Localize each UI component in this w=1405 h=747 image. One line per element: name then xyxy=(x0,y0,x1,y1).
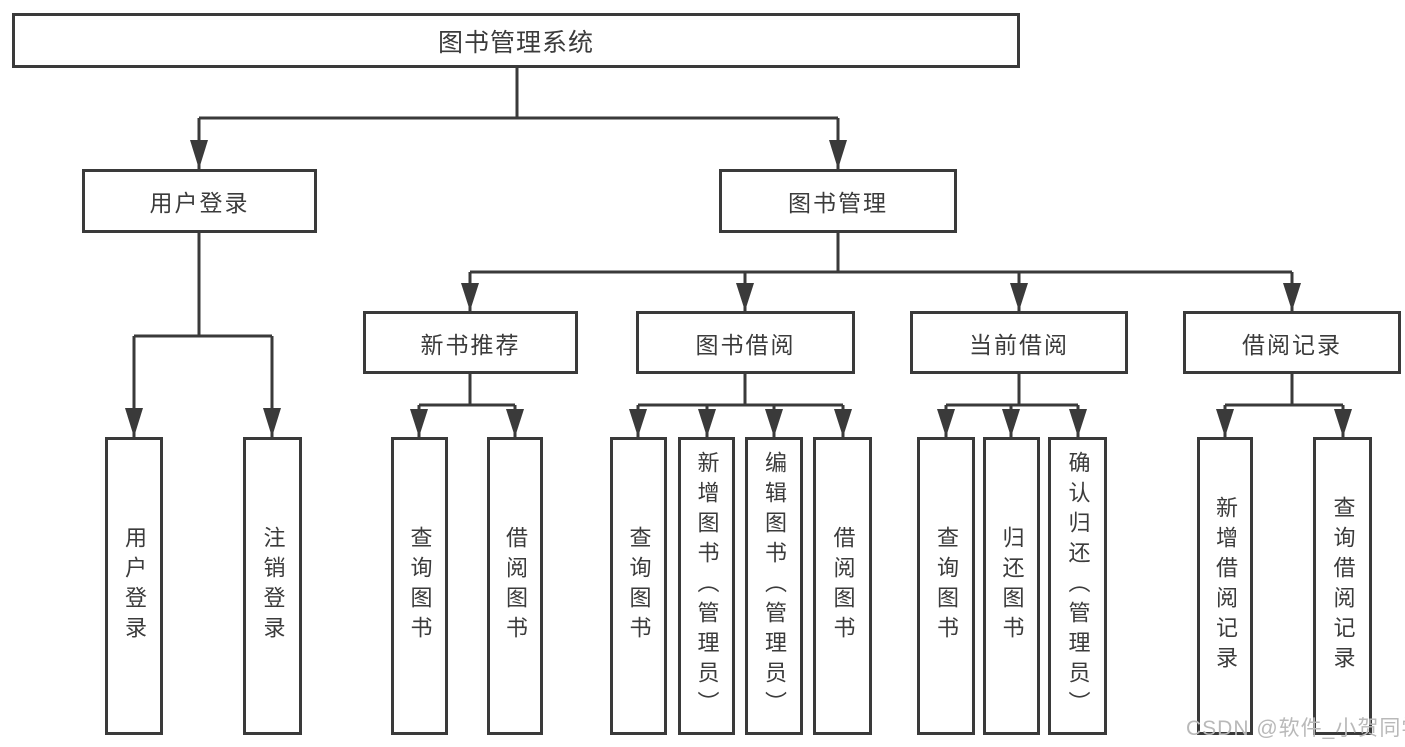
arrow-down-icon xyxy=(937,409,955,437)
connectors-book-borrow xyxy=(629,374,852,437)
leaf-query-books-2: 查询图书 xyxy=(610,437,667,735)
node-current-borrow-label: 当前借阅 xyxy=(969,331,1069,358)
leaf-add-borrow-record-label: 新增借阅记录 xyxy=(1213,496,1238,676)
leaf-edit-book-admin: 编辑图书（管理员） xyxy=(745,437,803,735)
leaf-add-book-admin: 新增图书（管理员） xyxy=(678,437,735,735)
node-new-book-rec-label: 新书推荐 xyxy=(420,331,521,358)
leaf-return-book-label: 归还图书 xyxy=(999,526,1025,646)
leaf-borrow-books-2-label: 借阅图书 xyxy=(830,526,856,646)
arrow-down-icon xyxy=(1283,283,1301,311)
arrow-down-icon xyxy=(1069,409,1087,437)
connectors-borrow-records xyxy=(1216,374,1352,437)
arrow-down-icon xyxy=(1216,409,1234,437)
leaf-query-borrow-record-label: 查询借阅记录 xyxy=(1330,496,1356,676)
arrow-down-icon xyxy=(125,408,143,437)
node-root: 图书管理系统 xyxy=(12,13,1020,68)
node-user-login: 用户登录 xyxy=(82,169,317,233)
arrow-down-icon xyxy=(1334,409,1352,437)
arrow-down-icon xyxy=(190,140,208,169)
arrow-down-icon xyxy=(1010,283,1028,311)
arrow-down-icon xyxy=(461,283,479,311)
node-book-borrow: 图书借阅 xyxy=(636,311,855,374)
leaf-query-books-1: 查询图书 xyxy=(391,437,448,735)
arrow-down-icon xyxy=(736,283,754,311)
leaf-user-login: 用户登录 xyxy=(105,437,163,735)
leaf-logout-label: 注销登录 xyxy=(260,526,286,646)
leaf-borrow-books-1: 借阅图书 xyxy=(487,437,543,735)
leaf-borrow-books-2: 借阅图书 xyxy=(813,437,872,735)
leaf-confirm-return-admin: 确认归还（管理员） xyxy=(1048,437,1107,735)
connectors-root xyxy=(190,68,847,169)
leaf-query-borrow-record: 查询借阅记录 xyxy=(1313,437,1372,735)
node-new-book-rec: 新书推荐 xyxy=(363,311,578,374)
leaf-add-book-admin-label: 新增图书（管理员） xyxy=(694,451,720,721)
leaf-query-books-3: 查询图书 xyxy=(917,437,975,735)
arrow-down-icon xyxy=(834,409,852,437)
node-borrow-records: 借阅记录 xyxy=(1183,311,1401,374)
leaf-logout: 注销登录 xyxy=(243,437,302,735)
connectors-new-book-rec xyxy=(410,374,524,437)
arrow-down-icon xyxy=(765,409,783,437)
leaf-confirm-return-admin-label: 确认归还（管理员） xyxy=(1065,451,1091,721)
node-borrow-records-label: 借阅记录 xyxy=(1242,331,1342,358)
connectors-current-borrow xyxy=(937,374,1087,437)
leaf-borrow-books-1-label: 借阅图书 xyxy=(503,526,528,646)
leaf-query-books-2-label: 查询图书 xyxy=(626,526,652,646)
node-book-mgmt-label: 图书管理 xyxy=(788,190,888,216)
connectors-user-login xyxy=(125,233,281,437)
node-user-login-label: 用户登录 xyxy=(149,190,250,216)
leaf-edit-book-admin-label: 编辑图书（管理员） xyxy=(762,451,787,721)
node-root-label: 图书管理系统 xyxy=(437,28,594,57)
leaf-return-book: 归还图书 xyxy=(983,437,1040,735)
watermark-text: CSDN @软件_小贺同学 xyxy=(1186,717,1405,740)
arrow-down-icon xyxy=(829,140,847,169)
arrow-down-icon xyxy=(1002,409,1020,437)
connectors-book-mgmt xyxy=(461,233,1301,311)
leaf-user-login-label: 用户登录 xyxy=(122,526,147,646)
arrow-down-icon xyxy=(410,409,428,437)
node-book-borrow-label: 图书借阅 xyxy=(695,331,796,358)
node-book-mgmt: 图书管理 xyxy=(719,169,957,233)
leaf-add-borrow-record: 新增借阅记录 xyxy=(1197,437,1253,735)
node-current-borrow: 当前借阅 xyxy=(910,311,1128,374)
leaf-query-books-1-label: 查询图书 xyxy=(407,526,433,646)
arrow-down-icon xyxy=(629,409,647,437)
leaf-query-books-3-label: 查询图书 xyxy=(934,526,959,646)
arrow-down-icon xyxy=(698,409,716,437)
arrow-down-icon xyxy=(506,409,524,437)
arrow-down-icon xyxy=(263,408,281,437)
